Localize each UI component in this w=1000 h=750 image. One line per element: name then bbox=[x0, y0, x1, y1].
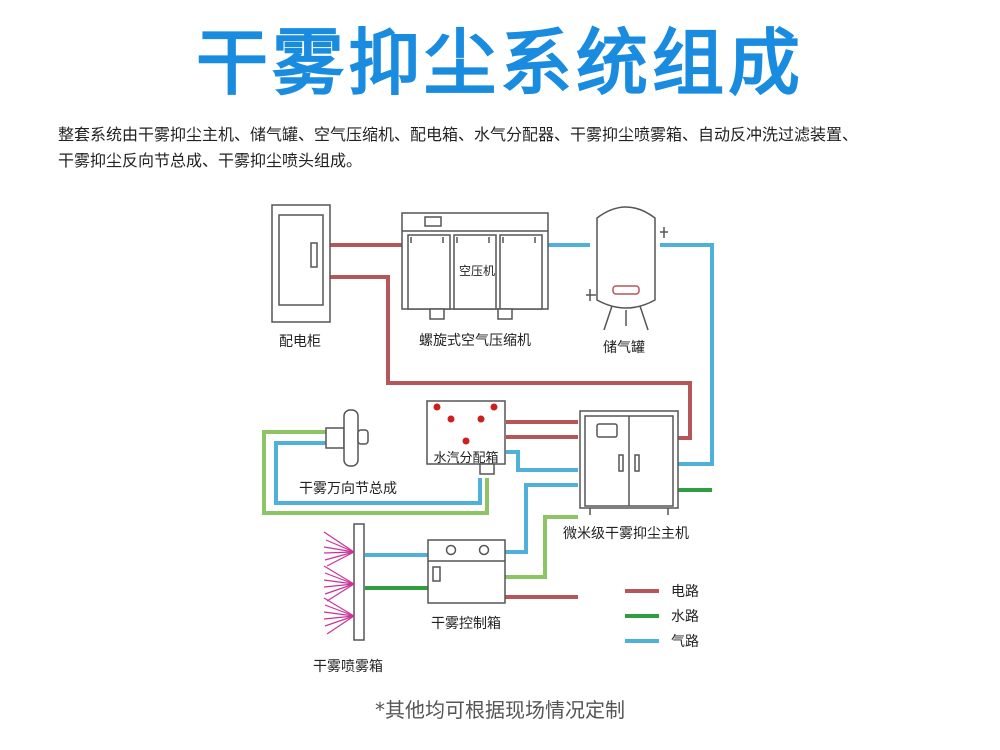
legend-label-water: 水路 bbox=[671, 609, 699, 625]
air-line-distributor-host bbox=[506, 450, 578, 472]
label-host: 微米级干雾抑尘主机 bbox=[563, 526, 689, 542]
spray-box bbox=[323, 523, 365, 641]
air-compressor bbox=[401, 212, 549, 320]
intro-line-2: 干雾抑尘反向节总成、干雾抑尘喷头组成。 bbox=[58, 151, 363, 170]
label-cabinet: 配电柜 bbox=[279, 334, 321, 350]
legend-label-air: 气路 bbox=[671, 634, 699, 650]
universal-joint bbox=[325, 409, 369, 467]
label-universal-joint: 干雾万向节总成 bbox=[299, 481, 397, 497]
spray-fan-1 bbox=[323, 531, 355, 567]
legend-item-water: 水路 bbox=[625, 609, 699, 625]
label-distribution-box: 水汽分配箱 bbox=[433, 450, 498, 466]
label-spray-box: 干雾喷雾箱 bbox=[313, 659, 383, 675]
label-compressor: 螺旋式空气压缩机 bbox=[419, 333, 531, 349]
legend-item-air: 气路 bbox=[625, 634, 699, 650]
label-control-box: 干雾控制箱 bbox=[431, 616, 501, 632]
connections bbox=[262, 243, 714, 599]
footnote: *其他均可根据现场情况定制 bbox=[375, 698, 625, 722]
legend-label-power: 电路 bbox=[671, 584, 699, 600]
page-title: 干雾抑尘系统组成 bbox=[195, 21, 804, 105]
label-tank: 储气罐 bbox=[603, 340, 645, 356]
compressor-badge: 空压机 bbox=[459, 264, 495, 278]
air-tank bbox=[586, 206, 668, 331]
water-line-host-control bbox=[505, 515, 578, 579]
dry-fog-host bbox=[579, 410, 679, 515]
legend: 电路 水路 气路 bbox=[625, 584, 699, 650]
spray-fan-2 bbox=[323, 565, 355, 602]
intro-text: 整套系统由干雾抑尘主机、储气罐、空气压缩机、配电箱、水气分配器、干雾抑尘喷雾箱、… bbox=[58, 122, 958, 174]
air-line-host-control bbox=[505, 483, 578, 554]
air-line-joint bbox=[274, 441, 482, 505]
air-line-tank-host bbox=[660, 243, 714, 466]
control-box bbox=[427, 539, 506, 604]
power-line-cabinet-host bbox=[330, 275, 692, 440]
distribution-cabinet bbox=[271, 204, 331, 323]
compressor-tick-marks bbox=[410, 237, 536, 243]
distribution-box bbox=[426, 400, 506, 475]
legend-item-power: 电路 bbox=[625, 584, 699, 600]
intro-line-1: 整套系统由干雾抑尘主机、储气罐、空气压缩机、配电箱、水气分配器、干雾抑尘喷雾箱、… bbox=[58, 125, 859, 144]
spray-fan-3 bbox=[323, 597, 355, 635]
water-line-joint bbox=[262, 430, 489, 515]
